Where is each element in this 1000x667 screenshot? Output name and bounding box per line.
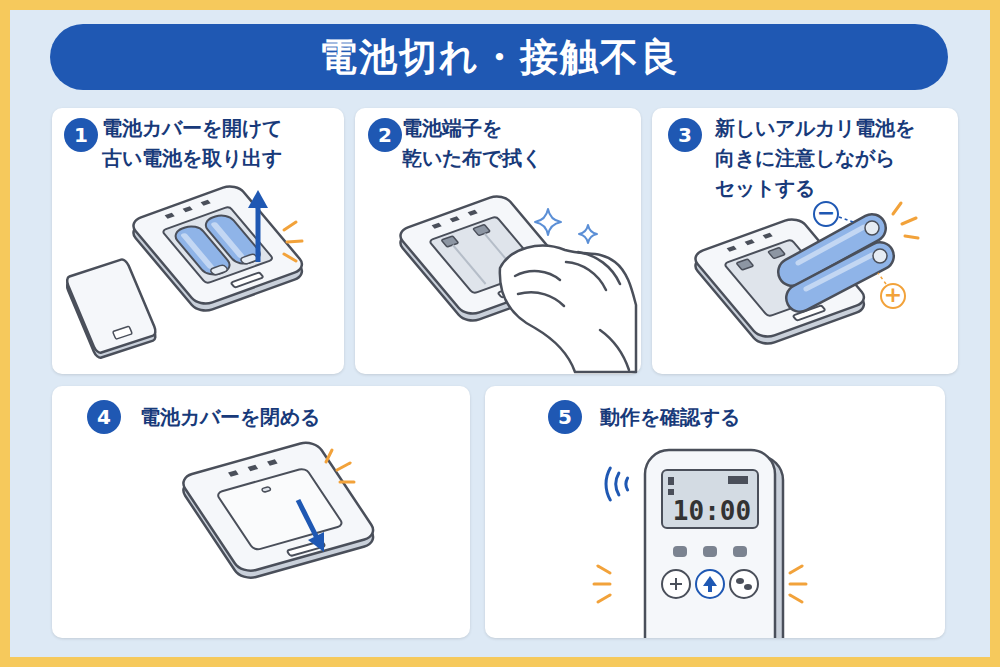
polarity-marks: [814, 202, 905, 308]
lcd-time: 10:00: [673, 498, 751, 524]
step-number: 3: [668, 118, 702, 152]
step-text: 電池カバーを閉める: [140, 402, 320, 432]
spark-marks: [893, 203, 918, 238]
spark-marks: [326, 450, 354, 482]
spark-marks: [594, 566, 806, 602]
step-number: 1: [64, 118, 98, 152]
remote-back: [178, 440, 379, 582]
step-number: 2: [368, 118, 402, 152]
spark-marks: [284, 222, 302, 261]
cloth-hand: [500, 246, 636, 372]
title-band: 電池切れ・接触不良: [50, 24, 948, 90]
step-number: 4: [87, 400, 121, 434]
remote-front: [645, 450, 783, 638]
battery-cover: [65, 258, 158, 359]
slide-arrow: [298, 500, 324, 552]
step-text: 電池端子を 乾いた布で拭く: [402, 113, 550, 173]
step-number-text: 5: [548, 400, 582, 434]
step-number-text: 4: [87, 400, 121, 434]
plus-mark: +: [884, 284, 902, 306]
step-text: 動作を確認する: [600, 402, 740, 432]
sparkle: [535, 209, 597, 243]
title-text: 電池切れ・接触不良: [319, 32, 680, 83]
new-batteries: [792, 221, 887, 298]
step-number: 5: [548, 400, 582, 434]
step-number-text: 1: [64, 118, 98, 152]
minus-mark: −: [817, 202, 835, 224]
signal-waves: [606, 468, 628, 500]
step-number-text: 3: [668, 118, 702, 152]
remote-back: [128, 183, 307, 314]
step-text: 新しいアルカリ電池を 向きに注意しながら セットする: [715, 113, 923, 203]
step-number-text: 2: [368, 118, 402, 152]
step-text: 電池カバーを開けて 古い電池を取り出す: [102, 113, 290, 173]
lift-arrow: [248, 190, 268, 262]
